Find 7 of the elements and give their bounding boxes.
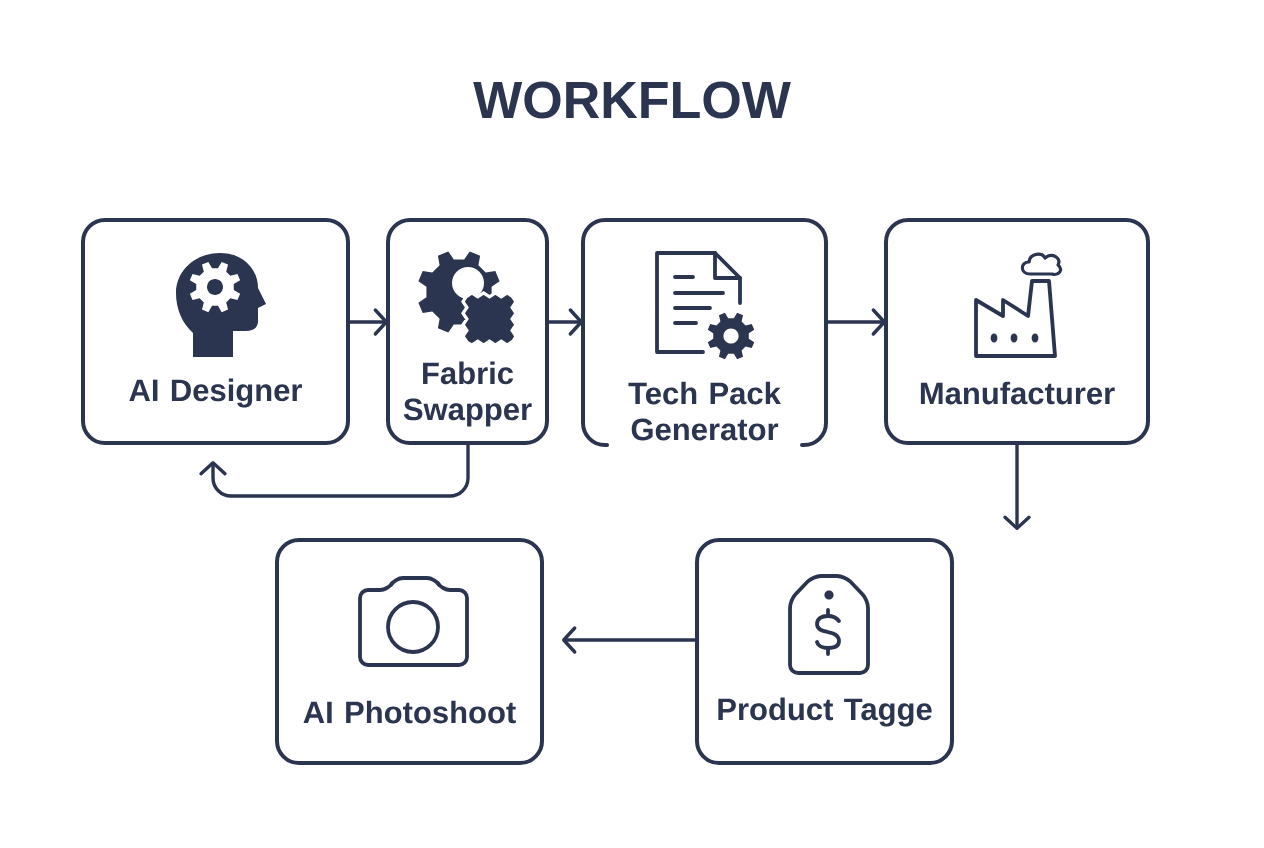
process-box: AI Photoshoot — [275, 538, 544, 765]
title: WORKFLOW — [473, 81, 791, 119]
process-box: Fabric Swapper — [386, 218, 549, 445]
process-box: Tech Pack Generator — [581, 218, 828, 447]
process-box: Product Tagge — [695, 538, 954, 765]
process-box: AI Designer — [81, 218, 350, 445]
process-box: Manufacturer — [884, 218, 1150, 445]
